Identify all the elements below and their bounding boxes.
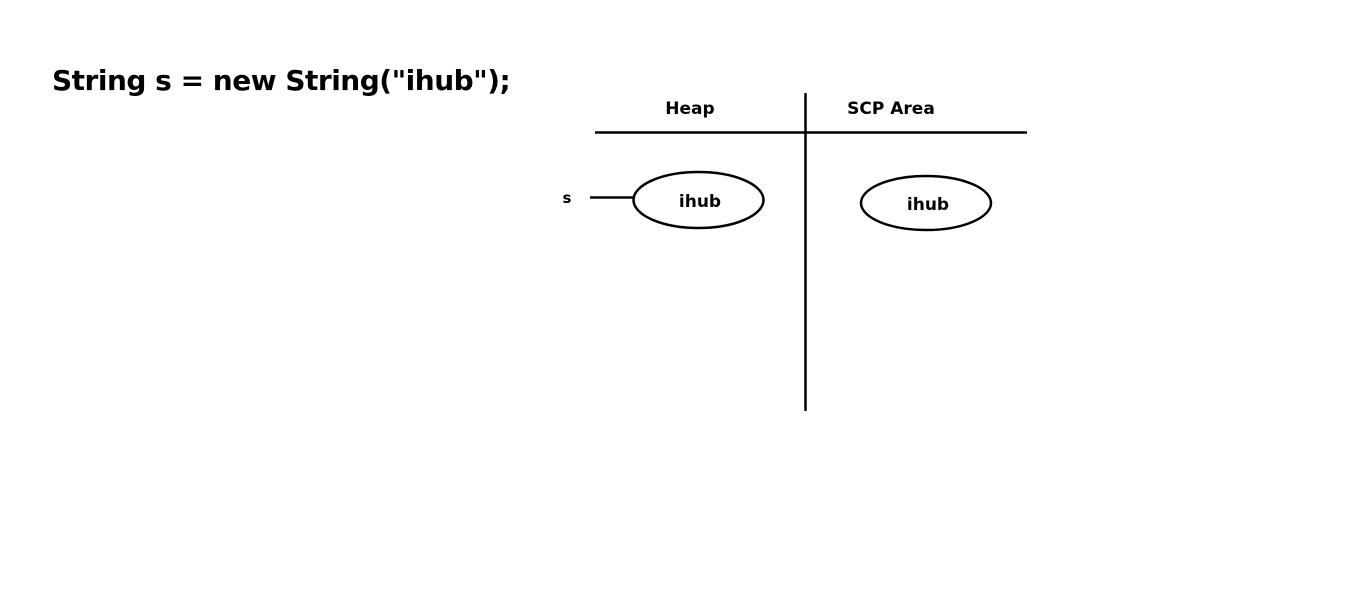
reference-variable-label: s [563, 189, 572, 207]
heap-object-ellipse [632, 170, 765, 230]
heap-object-label: ihub [679, 192, 721, 212]
scp-object-ellipse [859, 174, 993, 232]
scp-area-label: SCP Area [847, 99, 935, 119]
code-statement: String s = new String("ihub"); [52, 64, 511, 97]
scp-object-label: ihub [907, 195, 949, 215]
heap-label: Heap [665, 99, 714, 119]
